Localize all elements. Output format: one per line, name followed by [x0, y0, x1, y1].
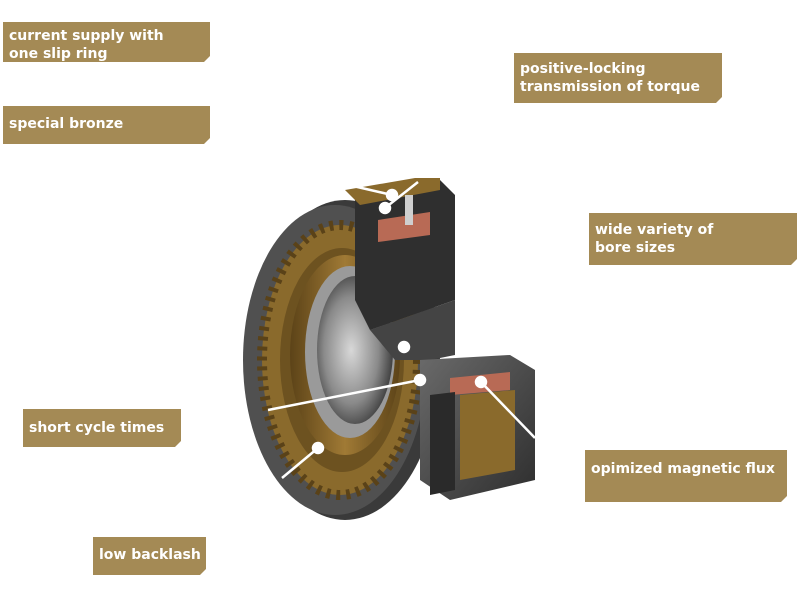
pointer-dot	[413, 373, 427, 387]
label-line: low backlash	[99, 547, 201, 563]
label-line: wide variety of	[595, 222, 714, 238]
label-line: special bronze	[9, 116, 124, 132]
pointer-magnetic-flux	[480, 381, 536, 439]
cutaway-lower	[420, 355, 535, 500]
label-line: current supply with	[9, 28, 164, 44]
label-line: positive-locking	[520, 61, 646, 77]
pointer-short-cycle	[267, 378, 421, 412]
label-magnetic-flux: opimized magnetic flux	[585, 450, 787, 502]
label-low-backlash: low backlash	[93, 537, 206, 575]
pointer-low-backlash	[281, 447, 319, 479]
label-line: transmission of torque	[520, 79, 700, 95]
label-special-bronze: special bronze	[3, 106, 210, 144]
pointer-dot	[378, 201, 392, 215]
pointer-slip-ring	[384, 181, 419, 209]
label-line: opimized magnetic flux	[591, 461, 775, 477]
label-current-supply: current supply with one slip ring	[3, 22, 210, 62]
pointer-dot	[385, 188, 399, 202]
pointer-dot	[397, 340, 411, 354]
pointer-dot	[474, 375, 488, 389]
pointer-dot	[311, 441, 325, 455]
label-line: bore sizes	[595, 240, 676, 256]
pointer-lines	[267, 181, 536, 479]
label-positive-locking: positive-locking transmission of torque	[514, 53, 722, 103]
label-line: short cycle times	[29, 420, 165, 436]
label-short-cycle: short cycle times	[23, 409, 181, 447]
pointer-special-bronze	[352, 184, 393, 197]
label-bore-sizes: wide variety of bore sizes	[589, 213, 797, 265]
label-line: one slip ring	[9, 46, 108, 62]
